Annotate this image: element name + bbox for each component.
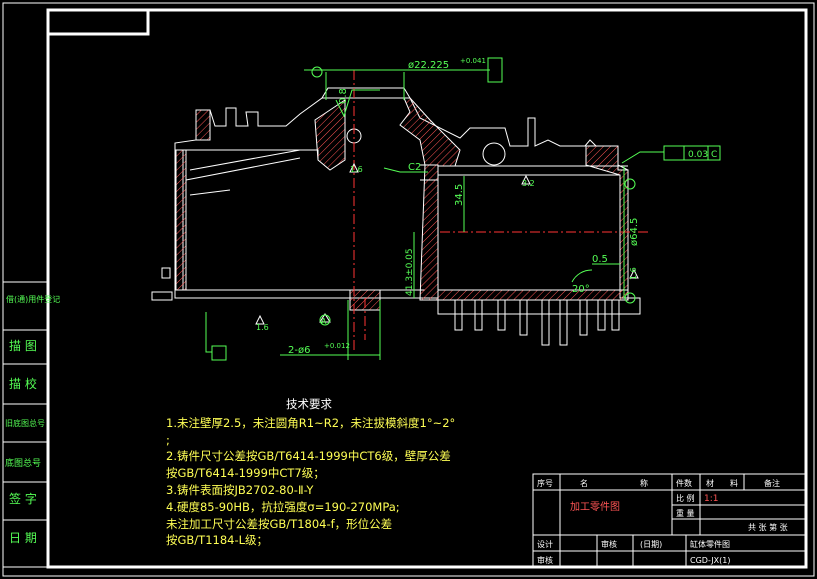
centerlines <box>353 70 650 350</box>
top-left-label-box <box>46 8 150 36</box>
tb-approve-label: 审核 <box>601 539 617 549</box>
tb-header-no: 序号 <box>537 478 553 488</box>
tb-header-mat1: 材 <box>706 478 714 488</box>
left-item-register: 借(通)用件登记 <box>6 294 60 304</box>
dim-roughness-16-c: 1.6 <box>256 323 269 332</box>
dim-datum-a: A <box>321 317 327 326</box>
tb-design-label: 设计 <box>537 539 553 549</box>
technical-requirements: 技术要求 1.未注壁厚2.5，未注圆角R1~R2，未注拔模斜度1°~2° ; 2… <box>166 396 455 549</box>
requirement-line: 按GB/T6414-1999中CT7级； <box>166 466 325 481</box>
left-item-signature: 签 字 <box>9 491 37 506</box>
dim-bore-tol: +0.041 <box>460 57 486 65</box>
tb-header-note: 备注 <box>764 478 780 488</box>
left-item-base-number: 底图总号 <box>5 457 41 469</box>
tb-weight-label: 重 量 <box>676 508 695 518</box>
tb-drawing-code: CGD-JX(1) <box>690 556 730 565</box>
dim-roughness-08: 0.8 <box>338 88 349 104</box>
requirement-line: 2.铸件尺寸公差按GB/T6414-1999中CT6级，壁厚公差 <box>166 449 451 464</box>
dim-bore-dia: ø22.225 <box>408 60 449 71</box>
requirement-line: 1.未注壁厚2.5，未注圆角R1~R2，未注拔模斜度1°~2° <box>166 415 456 430</box>
requirement-line: 4.硬度85-90HB，抗拉强度σ=190-270MPa; <box>166 499 400 514</box>
left-item-date: 日 期 <box>9 531 37 545</box>
tb-design-value: (日期) <box>640 540 662 549</box>
requirements-title: 技术要求 <box>286 397 332 411</box>
dim-roughness-16-a: 1.6 <box>350 165 363 174</box>
requirement-line: 按GB/T1184-L级； <box>166 533 269 548</box>
tb-header-name1: 名 <box>580 478 588 488</box>
title-block <box>532 473 806 568</box>
tb-header-mat2: 料 <box>730 478 738 488</box>
tb-header-name2: 称 <box>640 478 648 488</box>
requirement-line: 3.铸件表面按JB2702-80-Ⅱ-Y <box>166 482 314 497</box>
dim-depth-05: 0.5 <box>592 254 608 265</box>
requirement-line: 未注加工尺寸公差按GB/T1804-f，形位公差 <box>166 516 393 531</box>
requirement-line: ; <box>166 432 170 447</box>
left-item-trace: 描 图 <box>9 339 37 353</box>
dim-angle-20: 20° <box>572 284 590 295</box>
dim-height-413: 41.3±0.05 <box>405 248 415 296</box>
dim-bore-645: ø64.5 <box>629 218 640 246</box>
dim-datum-c: C <box>711 150 717 160</box>
dim-roughness-32: 3.2 <box>522 179 535 188</box>
left-column <box>2 281 49 568</box>
tb-check-label: 审核 <box>537 555 553 565</box>
dim-holes-tol: +0.012 <box>324 342 350 350</box>
tb-scale-label: 比 例 <box>676 493 695 503</box>
tb-part-name: 加工零件图 <box>570 501 620 513</box>
dim-runout: 0.03 <box>688 150 708 160</box>
dimension-lines <box>205 69 664 360</box>
tb-scale-value: 1:1 <box>704 494 718 504</box>
dim-holes: 2-ø6 <box>288 345 310 356</box>
dim-roughness-16-b: 1.6 <box>629 267 638 280</box>
tb-drawing-title: 缸体零件图 <box>690 539 730 549</box>
tb-header-qty: 件数 <box>676 478 692 488</box>
left-item-old-number: 旧底图总号 <box>5 418 45 428</box>
tb-sheet-info: 共 张 第 张 <box>748 522 788 532</box>
dim-chamfer: C2 <box>408 162 421 173</box>
part-section <box>151 87 641 346</box>
dim-height-345: 34.5 <box>454 184 465 206</box>
left-item-check: 描 校 <box>9 376 37 391</box>
